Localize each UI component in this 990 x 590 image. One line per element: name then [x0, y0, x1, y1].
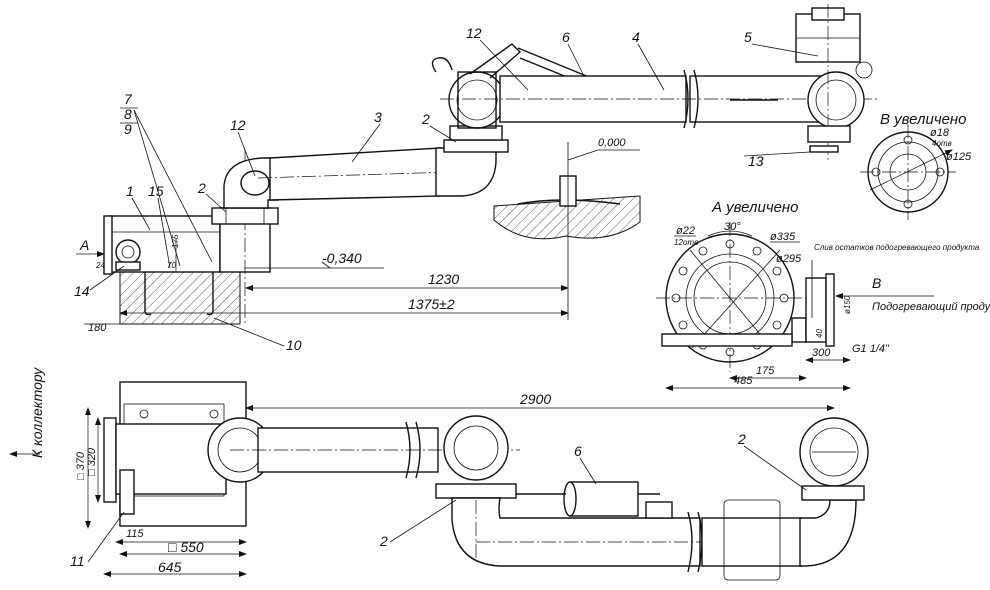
dim-d335: ø335	[770, 231, 796, 243]
dim-d18: ø18	[930, 127, 950, 139]
dim-645: 645	[158, 559, 182, 575]
dim-24: 24	[95, 261, 105, 270]
part-6-b: 6	[574, 443, 582, 459]
dim-d295: ø295	[776, 253, 802, 265]
dim-175-small: 175	[171, 234, 180, 248]
part-14: 14	[74, 283, 90, 299]
swivel-joint-a	[115, 239, 141, 265]
dim-175: 175	[756, 365, 775, 377]
detail-a: А увеличено ø22 12отв 30° ø335 ø295	[656, 199, 990, 391]
dim-300: 300	[812, 347, 831, 359]
part-9: 9	[124, 121, 132, 137]
swivel-joint-right	[807, 71, 865, 129]
part-2-a: 2	[197, 180, 206, 196]
pipe-4	[499, 75, 687, 123]
part-11: 11	[70, 553, 85, 569]
dim-70: 70	[167, 261, 176, 270]
dim-d150: ø150	[843, 295, 852, 314]
part-6-a: 6	[562, 29, 570, 45]
part-4: 4	[632, 29, 640, 45]
dim-1230: 1230	[428, 271, 459, 287]
detail-b-title: В увеличено	[880, 111, 967, 128]
dim-180: 180	[88, 322, 107, 334]
heating-product-note: Подогревающий продукт	[872, 301, 990, 313]
part-7: 7	[124, 91, 133, 107]
level-minus-340: -0,340	[322, 250, 362, 266]
drain-note: Слив остатков подогревающего продукта	[814, 243, 980, 252]
flange-2-lower	[211, 207, 279, 225]
section-a-label: A	[79, 237, 89, 253]
counterweight-arm	[469, 43, 522, 79]
cylinder-6-plan	[569, 481, 639, 517]
dim-4otv: 4отв	[932, 139, 952, 148]
dim-12otv: 12отв	[674, 238, 698, 247]
dim-550: □ 550	[168, 539, 204, 555]
dim-1375: 1375±2	[408, 296, 455, 312]
part-3: 3	[374, 109, 382, 125]
part-2-c: 2	[379, 533, 388, 549]
dim-370: □ 370	[75, 451, 87, 480]
dim-30deg: 30°	[724, 221, 741, 233]
dim-2900: 2900	[519, 391, 551, 407]
part-10: 10	[286, 337, 302, 353]
dim-115: 115	[126, 528, 144, 540]
dim-40: 40	[815, 329, 824, 338]
part-12-a: 12	[230, 117, 246, 133]
concrete-foundation	[119, 271, 241, 325]
part-8: 8	[124, 106, 132, 122]
flange-2-mid	[443, 139, 509, 153]
part-2-b: 2	[421, 111, 430, 127]
dim-g114: G1 1/4"	[852, 343, 890, 355]
part-12-b: 12	[466, 25, 482, 41]
elevation-view: 0,000 1230 1375±2 180 -0,340 175 24 70 A…	[74, 4, 880, 353]
level-0000: 0,000	[598, 137, 626, 149]
pipe-3	[269, 147, 441, 201]
detail-a-title: А увеличено	[711, 199, 799, 216]
plan-view: 2900 □ 370 □ 320 115 □ 550 645 К коллект…	[9, 367, 869, 581]
dim-485: 485	[734, 375, 753, 387]
collector-note: К коллектору	[29, 367, 45, 458]
part-1: 1	[126, 183, 134, 199]
dim-320: □ 320	[86, 447, 98, 476]
part-2-d: 2	[737, 431, 746, 447]
plan-elbow-right	[799, 499, 857, 567]
dim-d125: ø125	[946, 151, 972, 163]
section-b-label: B	[872, 275, 881, 291]
part-15: 15	[148, 183, 164, 199]
platform-ground	[493, 195, 641, 240]
mounting-flange-left	[103, 215, 113, 275]
dim-d22: ø22	[676, 225, 695, 237]
part-5: 5	[744, 29, 752, 45]
part-13: 13	[748, 153, 764, 169]
detail-b: В увеличено ø18 4отв ø125	[860, 111, 972, 220]
